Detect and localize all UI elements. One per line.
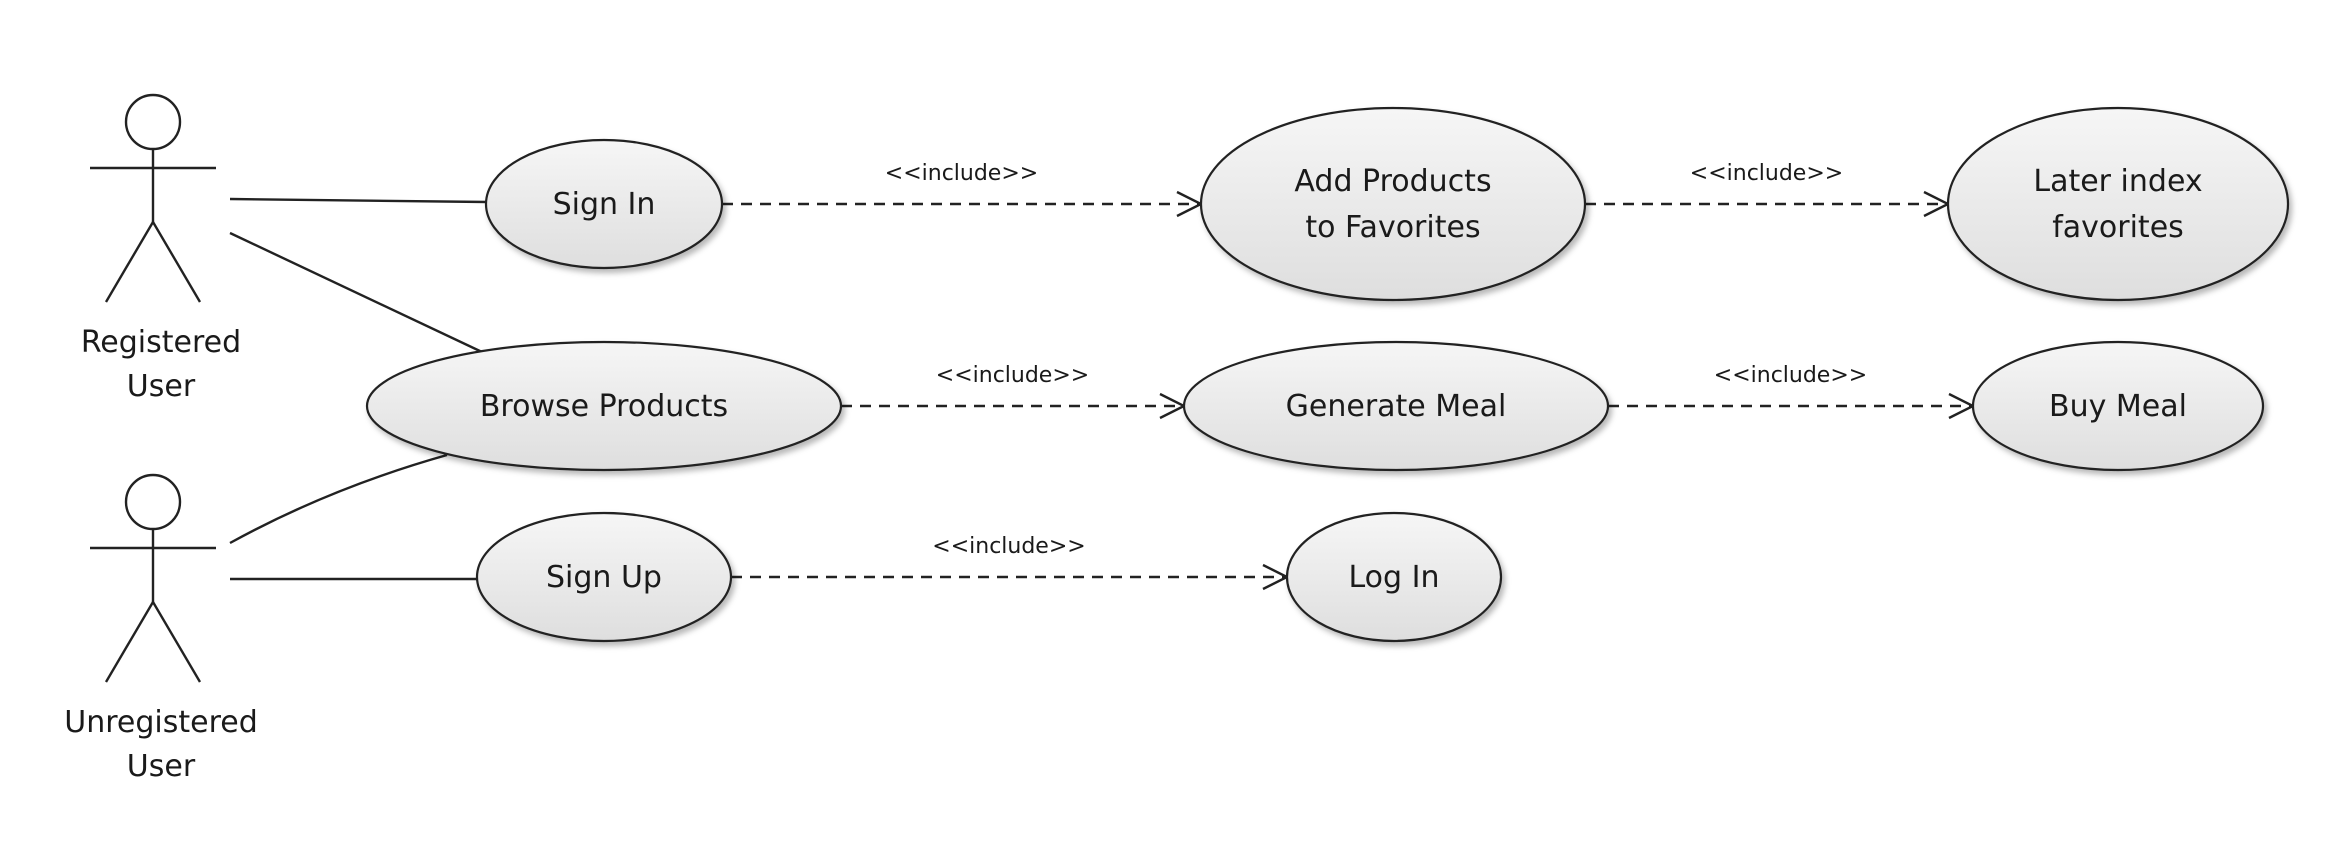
actor-label: User xyxy=(127,749,196,784)
actor-label: Registered xyxy=(81,325,241,360)
use-case-log-in[interactable]: Log In xyxy=(1285,511,1503,643)
stereotype-label: <<include>> xyxy=(932,534,1085,559)
use-case-ellipse xyxy=(1182,340,1610,472)
association-line-unregistered-browse xyxy=(229,453,448,545)
use-case-add-fav[interactable]: Add Products to Favorites xyxy=(1199,106,1587,302)
use-case-ellipse xyxy=(1285,511,1503,643)
association-line-registered-sign-in xyxy=(229,197,488,204)
include-dependency-sign-up-to-log-in: <<include>> xyxy=(731,534,1290,591)
use-case-label: Buy Meal xyxy=(2049,389,2187,424)
stick-figure-icon xyxy=(90,93,216,303)
stereotype-label: <<include>> xyxy=(1714,363,1867,388)
association-line-registered-browse xyxy=(229,231,483,354)
use-case-ellipse xyxy=(475,511,733,643)
use-case-ellipse xyxy=(1199,106,1587,302)
use-case-gen-meal[interactable]: Generate Meal xyxy=(1182,340,1610,472)
use-case-label: Browse Products xyxy=(480,389,728,424)
include-dependency-sign-in-to-add-fav: <<include>> xyxy=(722,161,1204,218)
use-case-ellipse xyxy=(1971,340,2265,472)
use-case-label: favorites xyxy=(2052,210,2184,245)
use-case-buy-meal[interactable]: Buy Meal xyxy=(1971,340,2265,472)
use-case-sign-in[interactable]: Sign In xyxy=(484,138,724,270)
use-case-later-fav[interactable]: Later index favorites xyxy=(1946,106,2290,302)
actor-label: Unregistered xyxy=(64,705,258,740)
stick-figure-icon xyxy=(90,473,216,683)
use-case-label: Log In xyxy=(1349,560,1440,595)
use-case-label: Sign Up xyxy=(546,560,662,595)
use-case-browse[interactable]: Browse Products xyxy=(365,340,843,472)
stereotype-label: <<include>> xyxy=(936,363,1089,388)
use-case-ellipse xyxy=(484,138,724,270)
include-dependency-gen-meal-to-buy-meal: <<include>> xyxy=(1608,363,1976,420)
stereotype-label: <<include>> xyxy=(885,161,1038,186)
include-dependency-add-fav-to-later-fav: <<include>> xyxy=(1585,161,1951,218)
use-case-label: Sign In xyxy=(553,187,656,222)
use-case-ellipse xyxy=(1946,106,2290,302)
use-case-label: Generate Meal xyxy=(1286,389,1507,424)
use-case-sign-up[interactable]: Sign Up xyxy=(475,511,733,643)
use-case-label: Add Products xyxy=(1294,164,1491,199)
use-case-ellipse xyxy=(365,340,843,472)
include-dependency-browse-to-gen-meal: <<include>> xyxy=(841,363,1187,420)
actor-label: User xyxy=(127,369,196,404)
stereotype-label: <<include>> xyxy=(1690,161,1843,186)
use-case-label: to Favorites xyxy=(1305,210,1480,245)
use-case-label: Later index xyxy=(2033,164,2202,199)
